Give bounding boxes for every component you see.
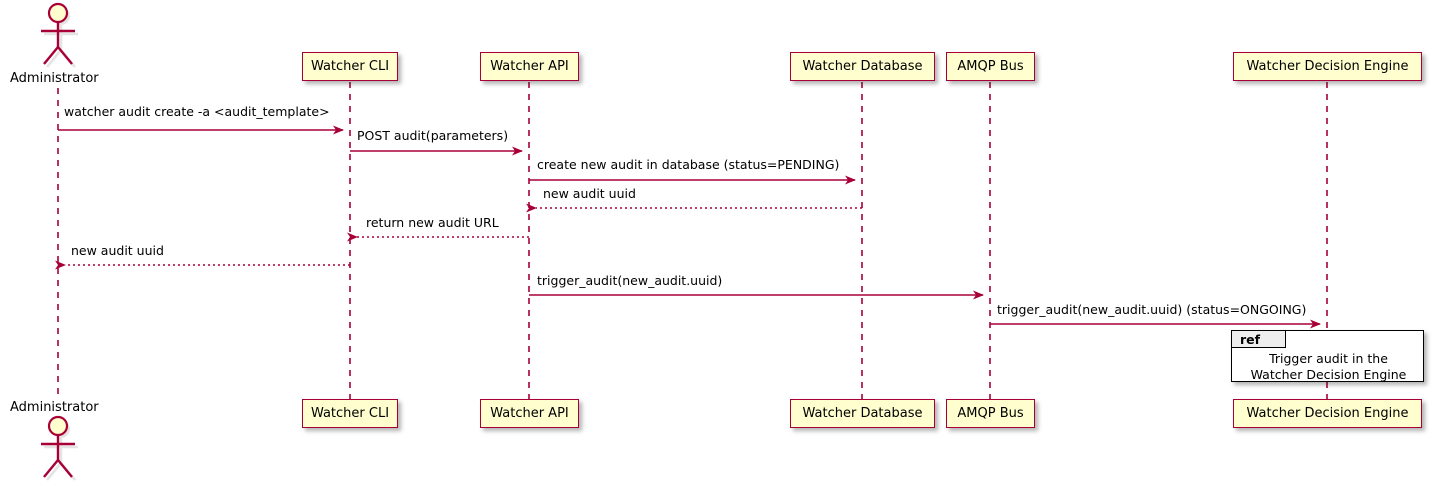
message-label-1: watcher audit create -a <audit_template> (64, 104, 330, 119)
participant-label: Watcher CLI (310, 406, 390, 421)
message-label-2: POST audit(parameters) (357, 128, 509, 143)
participant-label: Watcher API (490, 59, 569, 74)
actor-administrator-top (41, 2, 78, 68)
participant-box-amqp-bus-bottom[interactable]: AMQP Bus (946, 399, 1035, 428)
participant-label: Watcher API (490, 406, 569, 421)
participant-box-watcher-cli-top[interactable]: Watcher CLI (302, 52, 398, 81)
participant-label: AMQP Bus (957, 406, 1024, 421)
participant-box-watcher-decision-engine-bottom[interactable]: Watcher Decision Engine (1233, 399, 1422, 428)
ref-fragment-line-1: Trigger audit in the (1269, 351, 1388, 366)
message-label-8: trigger_audit(new_audit.uuid) (status=ON… (997, 302, 1307, 317)
participant-label: Watcher CLI (310, 59, 390, 74)
participant-box-watcher-cli-bottom[interactable]: Watcher CLI (302, 399, 398, 428)
participant-label: Watcher Decision Engine (1246, 406, 1409, 421)
message-label-7: trigger_audit(new_audit.uuid) (537, 273, 723, 288)
ref-fragment-header: ref (1232, 331, 1286, 348)
message-label-5: return new audit URL (366, 215, 499, 230)
ref-fragment-header-label: ref (1240, 331, 1261, 347)
participant-box-amqp-bus-top[interactable]: AMQP Bus (946, 52, 1035, 81)
participant-box-watcher-database-bottom[interactable]: Watcher Database (790, 399, 935, 428)
participant-label: Watcher Database (802, 406, 923, 421)
message-label-4: new audit uuid (543, 186, 636, 201)
actor-administrator-bottom (41, 415, 78, 481)
ref-fragment: ref Trigger audit in the Watcher Decisio… (1231, 330, 1424, 382)
actor-label-administrator-bottom: Administrator (10, 400, 99, 415)
message-label-3: create new audit in database (status=PEN… (537, 157, 840, 172)
participant-box-watcher-decision-engine-top[interactable]: Watcher Decision Engine (1233, 52, 1422, 81)
participant-box-watcher-database-top[interactable]: Watcher Database (790, 52, 935, 81)
message-arrows (55, 125, 1321, 329)
participant-box-watcher-api-bottom[interactable]: Watcher API (480, 399, 579, 428)
ref-fragment-line-2: Watcher Decision Engine (1250, 367, 1407, 382)
participant-box-watcher-api-top[interactable]: Watcher API (480, 52, 579, 81)
participant-label: AMQP Bus (957, 59, 1024, 74)
ref-fragment-body: Trigger audit in the Watcher Decision En… (1232, 351, 1425, 383)
actor-label-administrator-top: Administrator (10, 71, 99, 86)
participant-label: Watcher Database (802, 59, 923, 74)
participant-label: Watcher Decision Engine (1246, 59, 1409, 74)
message-label-6: new audit uuid (71, 243, 164, 258)
